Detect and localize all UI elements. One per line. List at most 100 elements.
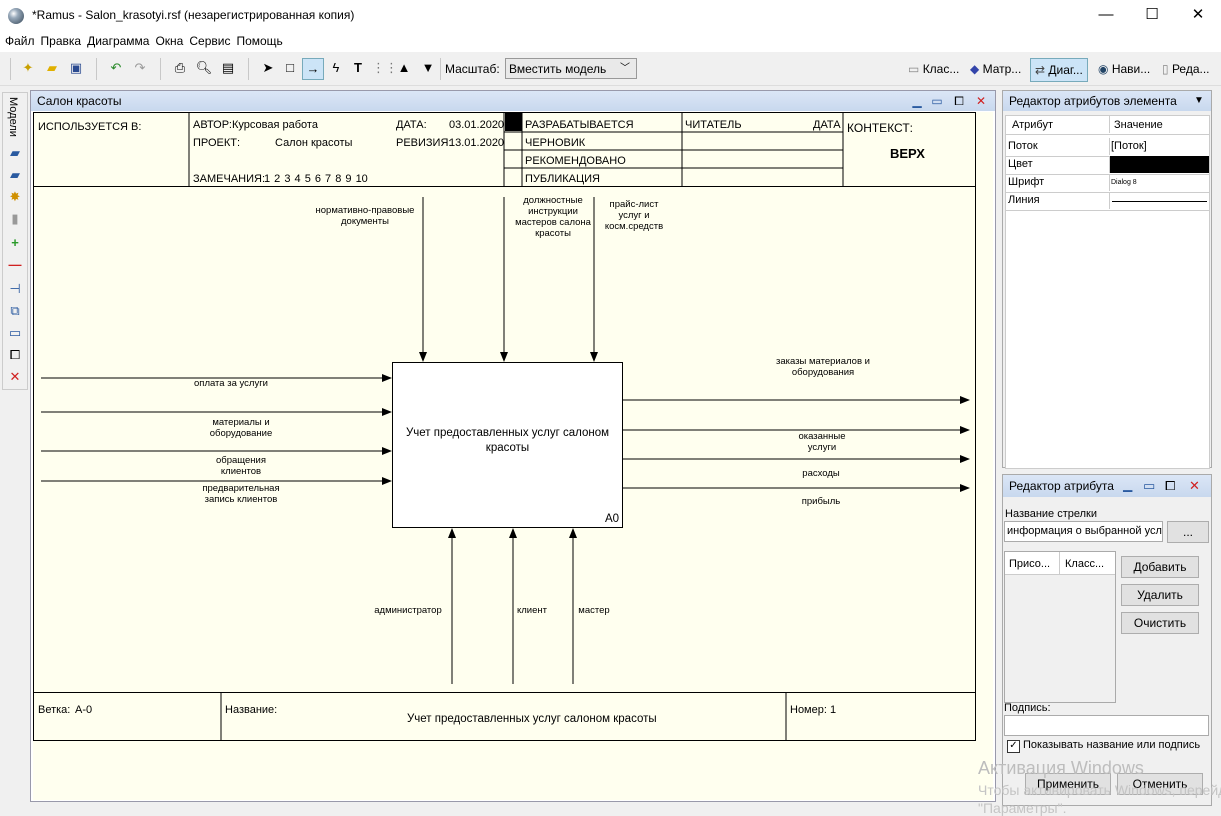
open-model-icon[interactable]: ▰ bbox=[10, 167, 20, 182]
idef0-canvas[interactable]: ИСПОЛЬЗУЕТСЯ В: АВТОР: Курсовая работа П… bbox=[33, 112, 993, 800]
caption-input[interactable] bbox=[1004, 715, 1209, 736]
attr-editor-header: Редактор атрибутов элемента ▼ bbox=[1003, 91, 1211, 111]
maximize-icon[interactable]: ▭ bbox=[931, 94, 943, 108]
maximize-button[interactable]: ☐ bbox=[1145, 6, 1159, 23]
minimize-icon[interactable]: ▁ bbox=[912, 94, 922, 108]
menu-diagram[interactable]: Диаграмма bbox=[87, 34, 150, 48]
page-setup-icon[interactable]: ▤ bbox=[221, 60, 235, 75]
output-label[interactable]: прибыль bbox=[801, 496, 841, 507]
redo-icon[interactable]: ↷ bbox=[134, 60, 146, 75]
grid-icon[interactable]: ⋮⋮ bbox=[372, 60, 398, 75]
menu-help[interactable]: Помощь bbox=[236, 34, 283, 48]
input-label[interactable]: материалы и оборудование bbox=[209, 417, 273, 439]
control-label[interactable]: прайс-лист услуг и косм.средств bbox=[604, 199, 664, 232]
up-icon[interactable]: ▲ bbox=[397, 60, 411, 75]
tab-classes[interactable]: ▭ Клас... bbox=[908, 62, 960, 76]
zoom-value: Вместить модель bbox=[509, 62, 607, 76]
activation-watermark-title: Активация Windows bbox=[978, 758, 1144, 778]
close-icon[interactable]: ✕ bbox=[975, 94, 987, 108]
minimize-icon[interactable]: ▁ bbox=[1123, 478, 1133, 492]
table-row[interactable]: Линия bbox=[1006, 192, 1209, 211]
menu-service[interactable]: Сервис bbox=[189, 34, 231, 48]
maximize-icon[interactable]: ▭ bbox=[1143, 478, 1156, 493]
print-preview-icon[interactable]: 🔍︎ bbox=[195, 60, 213, 75]
footer-title: Учет предоставленных услуг салоном красо… bbox=[407, 713, 657, 725]
close-icon[interactable]: ✕ bbox=[1189, 478, 1200, 493]
close-button[interactable]: ✕ bbox=[1191, 6, 1205, 23]
restore-icon[interactable]: ⧠ bbox=[1165, 478, 1176, 493]
context-label: КОНТЕКСТ: bbox=[847, 121, 913, 135]
add-icon[interactable]: + bbox=[11, 235, 19, 250]
input-label[interactable]: предварительная запись клиентов bbox=[202, 483, 280, 505]
table-row[interactable]: Цвет bbox=[1006, 156, 1209, 175]
pin-icon[interactable]: ⊣ bbox=[9, 281, 21, 296]
diagram-icon: ⇄ bbox=[1035, 63, 1046, 77]
project-value: Салон красоты bbox=[275, 137, 353, 149]
new-file-icon[interactable]: ✦ bbox=[22, 60, 34, 75]
minimize-button[interactable]: — bbox=[1098, 6, 1114, 23]
dropdown-icon[interactable]: ▼ bbox=[1194, 95, 1204, 106]
clear-button[interactable]: Очистить bbox=[1121, 612, 1199, 634]
print-icon[interactable]: ⎙ bbox=[174, 60, 186, 75]
control-label[interactable]: должностные инструкции мастеров салона к… bbox=[515, 195, 591, 239]
line-value[interactable] bbox=[1109, 192, 1209, 209]
add-button[interactable]: Добавить bbox=[1121, 556, 1199, 578]
remove-icon[interactable]: — bbox=[8, 257, 22, 272]
tab-editor[interactable]: ▯ Реда... bbox=[1162, 62, 1210, 76]
col-attribute: Атрибут bbox=[1012, 119, 1053, 131]
menu-edit[interactable]: Правка bbox=[40, 34, 82, 48]
squiggle-tool-icon[interactable]: ϟ bbox=[332, 60, 340, 75]
row-value[interactable]: [Поток] bbox=[1109, 138, 1209, 155]
rectangle-tool-icon[interactable]: □ bbox=[286, 60, 294, 75]
tab-navigator[interactable]: ◉ Нави... bbox=[1098, 62, 1151, 76]
arrow-tool-icon[interactable]: → bbox=[302, 58, 324, 80]
apply-button[interactable]: Применить bbox=[1025, 773, 1111, 795]
output-label[interactable]: заказы материалов и оборудования bbox=[776, 356, 870, 378]
down-icon[interactable]: ▼ bbox=[421, 60, 435, 75]
arrow-name-input[interactable]: информация о выбранной услу bbox=[1004, 521, 1163, 542]
menu-windows[interactable]: Окна bbox=[155, 34, 184, 48]
show-name-label: Показывать название или подпись bbox=[1023, 739, 1201, 751]
mechanism-label[interactable]: клиент bbox=[517, 605, 547, 616]
tab-diagram[interactable]: ⇄ Диаг... bbox=[1030, 58, 1088, 82]
open-folder-icon[interactable]: ▰ bbox=[47, 60, 57, 75]
table-row[interactable]: Шрифт Dialog 8 bbox=[1006, 174, 1209, 193]
color-swatch[interactable] bbox=[1109, 156, 1209, 173]
delete-button[interactable]: Удалить bbox=[1121, 584, 1199, 606]
restore-icon[interactable]: ⧠ bbox=[954, 94, 964, 108]
trash-icon[interactable]: ▮ bbox=[11, 211, 19, 226]
input-label[interactable]: оплата за услуги bbox=[194, 378, 268, 389]
control-label[interactable]: нормативно-правовые документы bbox=[315, 205, 415, 227]
row-value[interactable]: Dialog 8 bbox=[1109, 174, 1209, 191]
status-publication: ПУБЛИКАЦИЯ bbox=[525, 173, 600, 185]
cascade-icon[interactable]: ⧉ bbox=[10, 303, 20, 318]
mechanism-label[interactable]: администратор bbox=[374, 605, 442, 616]
tab-matrix[interactable]: ◆ Матр... bbox=[970, 62, 1022, 76]
cancel-button[interactable]: Отменить bbox=[1117, 773, 1203, 795]
close-model-icon[interactable]: ✕ bbox=[9, 369, 21, 384]
mechanism-label[interactable]: мастер bbox=[578, 605, 610, 616]
notes-label: ЗАМЕЧАНИЯ: bbox=[193, 173, 265, 185]
revision-label: РЕВИЗИЯ: bbox=[396, 137, 452, 149]
zoom-select[interactable]: Вместить модель﹀ bbox=[505, 58, 637, 79]
settings-icon[interactable]: ✸ bbox=[9, 189, 21, 204]
output-label[interactable]: оказанные услуги bbox=[798, 431, 846, 453]
input-label[interactable]: обращения клиентов bbox=[216, 455, 266, 477]
browse-button[interactable]: ... bbox=[1167, 521, 1209, 543]
output-label[interactable]: расходы bbox=[802, 468, 840, 479]
class-list[interactable]: Присо... Класс... bbox=[1004, 551, 1116, 703]
process-name[interactable]: Учет предоставленных услуг салоном красо… bbox=[405, 427, 610, 454]
new-model-icon[interactable]: ▰ bbox=[10, 145, 20, 160]
window-title: *Ramus - Salon_krasotyi.rsf (незарегистр… bbox=[32, 8, 355, 22]
window-icon[interactable]: ▭ bbox=[8, 325, 22, 340]
pointer-tool-icon[interactable]: ➤ bbox=[262, 60, 274, 75]
save-icon[interactable]: ▣ bbox=[69, 60, 83, 75]
show-name-checkbox[interactable]: ✓ bbox=[1007, 740, 1020, 753]
element-attribute-editor: Редактор атрибутов элемента ▼ Атрибут Зн… bbox=[1002, 90, 1212, 469]
text-tool-icon[interactable]: T bbox=[354, 60, 362, 75]
models-label[interactable]: Модели bbox=[7, 97, 19, 137]
menu-file[interactable]: Файл bbox=[5, 34, 35, 48]
undo-icon[interactable]: ↶ bbox=[110, 60, 122, 75]
table-row[interactable]: Поток [Поток] bbox=[1006, 138, 1209, 157]
restore-icon[interactable]: ⧠ bbox=[9, 347, 21, 362]
